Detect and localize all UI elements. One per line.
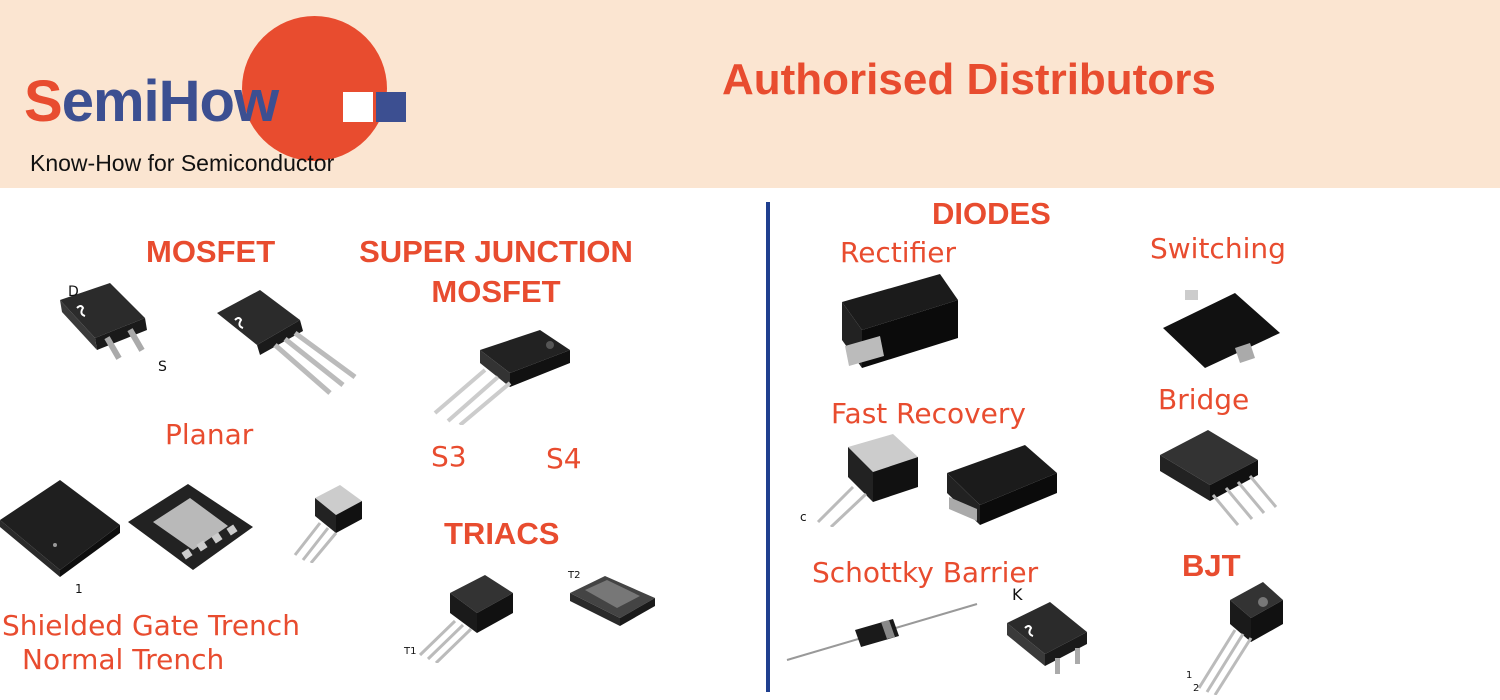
schottky-dpak-image — [1005, 598, 1095, 678]
fast-recovery-label: Fast Recovery — [831, 397, 1026, 430]
s3-label: S3 — [431, 440, 467, 473]
super-junction-heading: SUPER JUNCTION MOSFET — [346, 232, 646, 312]
tagline: Know-How for Semiconductor — [30, 150, 335, 176]
bjt-heading: BJT — [1182, 548, 1241, 583]
pin-t2-label: T2 — [568, 570, 581, 581]
pin-k-label: K — [1012, 585, 1023, 604]
triac-to220-image — [405, 573, 515, 663]
column-divider — [766, 202, 770, 692]
pin-d-label: D — [68, 284, 79, 300]
logo-circle — [242, 16, 387, 161]
page-title: Authorised Distributors — [722, 55, 1216, 104]
super-junction-line2: MOSFET — [431, 274, 561, 309]
logo-square-white — [343, 92, 373, 122]
schottky-barrier-label: Schottky Barrier — [812, 556, 1039, 589]
bjt-pin-2-label: 2 — [1193, 683, 1200, 694]
logo-letter: S — [24, 69, 63, 134]
pin-1-label: 1 — [75, 582, 83, 596]
fast-recovery-smd-image — [945, 443, 1060, 528]
schottky-axial-image — [785, 600, 980, 665]
logo-wordmark: SemiHow — [24, 69, 279, 134]
pin-c-label: c — [800, 510, 807, 524]
bjt-image — [1185, 580, 1285, 695]
diodes-heading: DIODES — [932, 196, 1051, 231]
pin-s-label: S — [158, 359, 167, 375]
super-junction-line1: SUPER JUNCTION — [359, 234, 633, 269]
switching-label: Switching — [1150, 232, 1286, 265]
header-banner: SemiHow Know-How for Semiconductor Autho… — [0, 0, 1500, 188]
fast-recovery-to220-image — [798, 432, 923, 527]
logo-square-dark — [376, 92, 406, 122]
switching-image — [1160, 288, 1285, 373]
planar-label: Planar — [165, 418, 254, 451]
triac-dpak-image — [565, 568, 660, 633]
super-junction-image — [430, 325, 575, 425]
s4-label: S4 — [546, 442, 582, 475]
mosfet-heading: MOSFET — [146, 234, 276, 269]
normal-trench-package-image — [128, 482, 258, 577]
rectifier-label: Rectifier — [840, 236, 956, 269]
rectifier-image — [840, 272, 960, 372]
shielded-gate-package-image — [0, 475, 125, 580]
bridge-label: Bridge — [1158, 383, 1250, 416]
to220-package-image — [290, 483, 370, 563]
triacs-heading: TRIACS — [444, 516, 560, 551]
shielded-gate-trench-label: Shielded Gate Trench — [2, 609, 300, 642]
mosfet-dpak-image — [55, 278, 180, 378]
bridge-image — [1158, 425, 1283, 530]
normal-trench-label: Normal Trench — [22, 643, 225, 676]
mosfet-to-package-image — [215, 285, 360, 400]
logo-rest: emiHow — [61, 69, 279, 134]
pin-t1-label: T1 — [404, 646, 417, 657]
bjt-pin-1-label: 1 — [1186, 670, 1193, 681]
